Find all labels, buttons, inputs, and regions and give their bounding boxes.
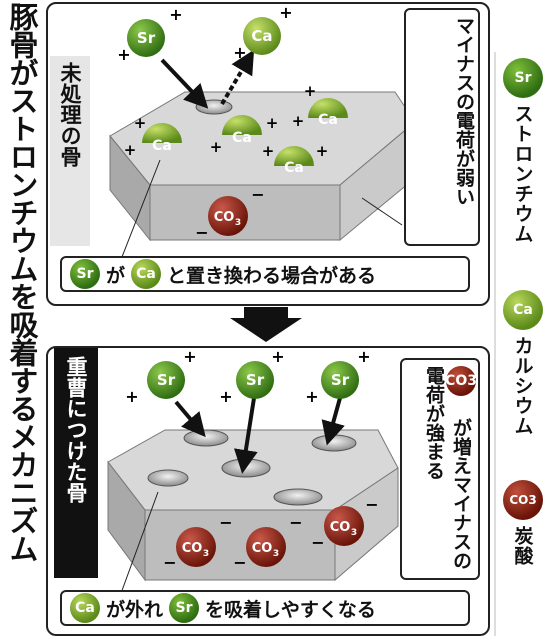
untreated-bone-label: 未処理の骨: [50, 56, 90, 246]
ca-ion: Ca + +: [233, 3, 292, 62]
legend: Sr ストロンチウム Ca カルシウム CO3 炭酸: [494, 52, 550, 636]
svg-text:+: +: [271, 347, 284, 366]
transition-arrow: [230, 307, 302, 342]
svg-text:+: +: [183, 347, 196, 366]
ca-outbound-arrow: [220, 49, 255, 106]
strong-charge-text: が増えマイナスの電荷が強まる: [423, 366, 472, 570]
sr-ion: Sr + +: [117, 5, 182, 64]
svg-text:+: +: [233, 43, 246, 62]
svg-text:Ca: Ca: [232, 130, 252, 146]
legend-item-calcium: Ca カルシウム: [500, 290, 546, 436]
svg-text:+: +: [210, 138, 223, 156]
svg-text:Sr: Sr: [157, 371, 176, 389]
vacant-site-hole: [311, 434, 357, 452]
sr-inbound-arrow: [160, 58, 209, 109]
carbonate-ion: CO 3 − −: [163, 513, 232, 572]
weak-charge-note: マイナスの電荷が弱い: [404, 8, 480, 246]
svg-text:+: +: [169, 5, 182, 24]
baking-soda-bone-label: 重曹につけた骨: [54, 348, 98, 578]
sr-inbound-arrow: [233, 397, 258, 474]
svg-text:−: −: [289, 513, 302, 532]
sr-ion: Sr + +: [219, 347, 284, 406]
svg-text:Ca: Ca: [318, 112, 338, 128]
svg-text:Sr: Sr: [246, 371, 265, 389]
carbonate-ion: CO 3 − −: [311, 495, 378, 552]
ca-ion: Ca + +: [210, 114, 279, 156]
svg-text:+: +: [124, 141, 137, 159]
sr-icon: Sr: [503, 58, 543, 98]
svg-text:CO: CO: [252, 541, 273, 556]
svg-text:+: +: [279, 3, 292, 22]
strong-charge-note: CO3 が増えマイナスの電荷が強まる: [400, 358, 480, 580]
svg-text:+: +: [304, 82, 317, 100]
svg-text:CO: CO: [214, 210, 235, 225]
caption-text: を吸着しやすくなる: [205, 598, 376, 621]
svg-text:CO: CO: [330, 520, 351, 535]
sr-ion: Sr + +: [305, 347, 370, 406]
ca-icon: Ca: [131, 259, 162, 289]
svg-text:3: 3: [351, 528, 357, 538]
svg-text:+: +: [219, 387, 232, 406]
carbonate-icon: CO3: [445, 366, 477, 396]
top-caption: Sr が Ca と置き換わる場合がある: [60, 256, 470, 292]
svg-text:−: −: [311, 533, 324, 552]
svg-text:+: +: [305, 387, 318, 406]
legend-item-carbonate: CO3 炭酸: [500, 480, 546, 566]
untreated-bone-slab: [109, 91, 416, 242]
sr-icon: Sr: [70, 259, 100, 289]
svg-text:+: +: [125, 387, 138, 406]
sr-inbound-arrow: [174, 400, 206, 438]
svg-text:+: +: [292, 112, 305, 130]
vacant-site-hole: [147, 469, 189, 487]
legend-item-strontium: Sr ストロンチウム: [500, 58, 546, 244]
carbonate-icon: CO3: [503, 480, 543, 520]
ca-ion: Ca + +: [292, 82, 348, 130]
vacant-site-hole: [183, 429, 229, 447]
svg-text:+: +: [262, 142, 275, 160]
svg-text:−: −: [195, 223, 208, 242]
svg-text:3: 3: [273, 549, 279, 559]
svg-text:+: +: [117, 45, 130, 64]
legend-label: カルシウム: [511, 336, 534, 436]
svg-text:Ca: Ca: [284, 160, 304, 176]
svg-text:−: −: [219, 513, 232, 532]
ca-ion: Ca + +: [262, 142, 329, 176]
svg-text:−: −: [233, 553, 246, 572]
pointer-line: [119, 491, 159, 597]
vacant-site-hole: [195, 99, 233, 115]
sr-ion: Sr + +: [125, 347, 196, 406]
svg-text:+: +: [266, 114, 279, 132]
legend-label: ストロンチウム: [511, 104, 534, 244]
svg-text:−: −: [163, 553, 176, 572]
sr-inbound-arrow: [321, 397, 345, 446]
svg-text:Ca: Ca: [152, 138, 172, 154]
svg-text:Sr: Sr: [137, 29, 156, 47]
caption-text: と置き換わる場合がある: [167, 264, 377, 287]
svg-text:3: 3: [203, 549, 209, 559]
carbonate-ion: CO 3 − −: [195, 185, 264, 242]
sr-icon: Sr: [169, 593, 200, 623]
svg-text:Ca: Ca: [251, 27, 272, 45]
svg-text:+: +: [316, 142, 329, 160]
svg-text:−: −: [251, 185, 264, 204]
ca-icon: Ca: [70, 593, 100, 623]
ca-ion: Ca + +: [124, 114, 182, 159]
caption-text: が外れ: [106, 598, 164, 621]
vacant-site-hole: [273, 488, 323, 506]
svg-text:+: +: [134, 114, 147, 132]
legend-label: 炭酸: [511, 526, 534, 566]
svg-text:3: 3: [235, 218, 241, 228]
svg-text:Sr: Sr: [331, 371, 350, 389]
carbonate-ion: CO 3 − −: [233, 513, 302, 572]
ca-icon: Ca: [503, 290, 543, 330]
svg-text:−: −: [365, 495, 378, 514]
svg-text:CO: CO: [182, 541, 203, 556]
pointer-line: [361, 197, 403, 226]
pointer-line: [119, 159, 161, 263]
svg-text:+: +: [357, 347, 370, 366]
bottom-caption: Ca が外れ Sr を吸着しやすくなる: [60, 590, 470, 626]
caption-text: が: [106, 264, 126, 287]
main-title: 豚骨がストロンチウムを吸着するメカニズム: [5, 2, 39, 562]
